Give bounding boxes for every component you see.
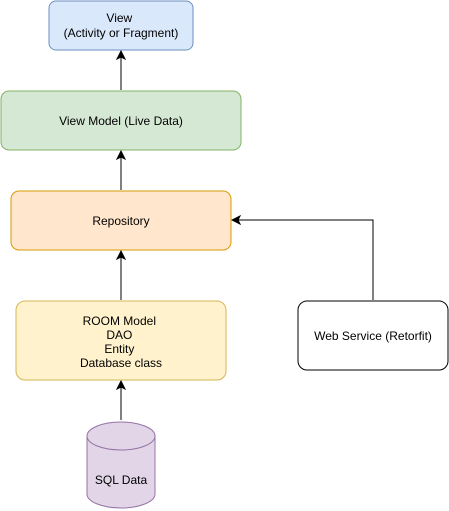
sql-data-label: SQL Data	[95, 473, 148, 487]
svg-text:View Model (Live Data): View Model (Live Data)	[59, 114, 183, 128]
arrow-webservice-to-repository	[232, 220, 374, 300]
sql-data-node: SQL Data	[86, 421, 156, 509]
view-title: View	[106, 11, 132, 25]
svg-text:SQL Data: SQL Data	[95, 473, 148, 487]
repository-node: Repository	[10, 190, 232, 251]
room-model-line-4: Database class	[80, 356, 162, 370]
view-subtitle: (Activity or Fragment)	[64, 26, 179, 40]
svg-text:ROOM Model DAO Ent: ROOM Model DAO Entity Database class	[80, 314, 162, 370]
room-model-line-3: Entity	[104, 342, 134, 356]
view-node: View (Activity or Fragment)	[48, 0, 194, 51]
room-model-box	[15, 300, 227, 381]
svg-text:Repository: Repository	[92, 214, 149, 228]
view-model-label: View Model (Live Data)	[59, 114, 183, 128]
view-box	[48, 0, 194, 51]
repository-box	[10, 190, 232, 251]
room-model-line-2: DAO	[106, 328, 132, 342]
web-service-label: Web Service (Retorfit)	[314, 329, 432, 343]
svg-text:Web Service (Retorfit): Web Service (Retorfit)	[314, 329, 432, 343]
room-model-node: ROOM Model DAO Entity Database class	[15, 300, 227, 381]
repository-label: Repository	[92, 214, 149, 228]
view-model-box	[0, 90, 242, 151]
sql-data-cylinder-rim	[86, 435, 156, 451]
web-service-box	[297, 300, 449, 371]
room-model-line-1: ROOM Model	[83, 314, 156, 328]
web-service-node: Web Service (Retorfit)	[297, 300, 449, 371]
view-model-node: View Model (Live Data)	[0, 90, 242, 151]
sql-data-cylinder-body	[86, 421, 156, 509]
svg-text:View (Activity or Fragme: View (Activity or Fragment)	[64, 11, 179, 40]
